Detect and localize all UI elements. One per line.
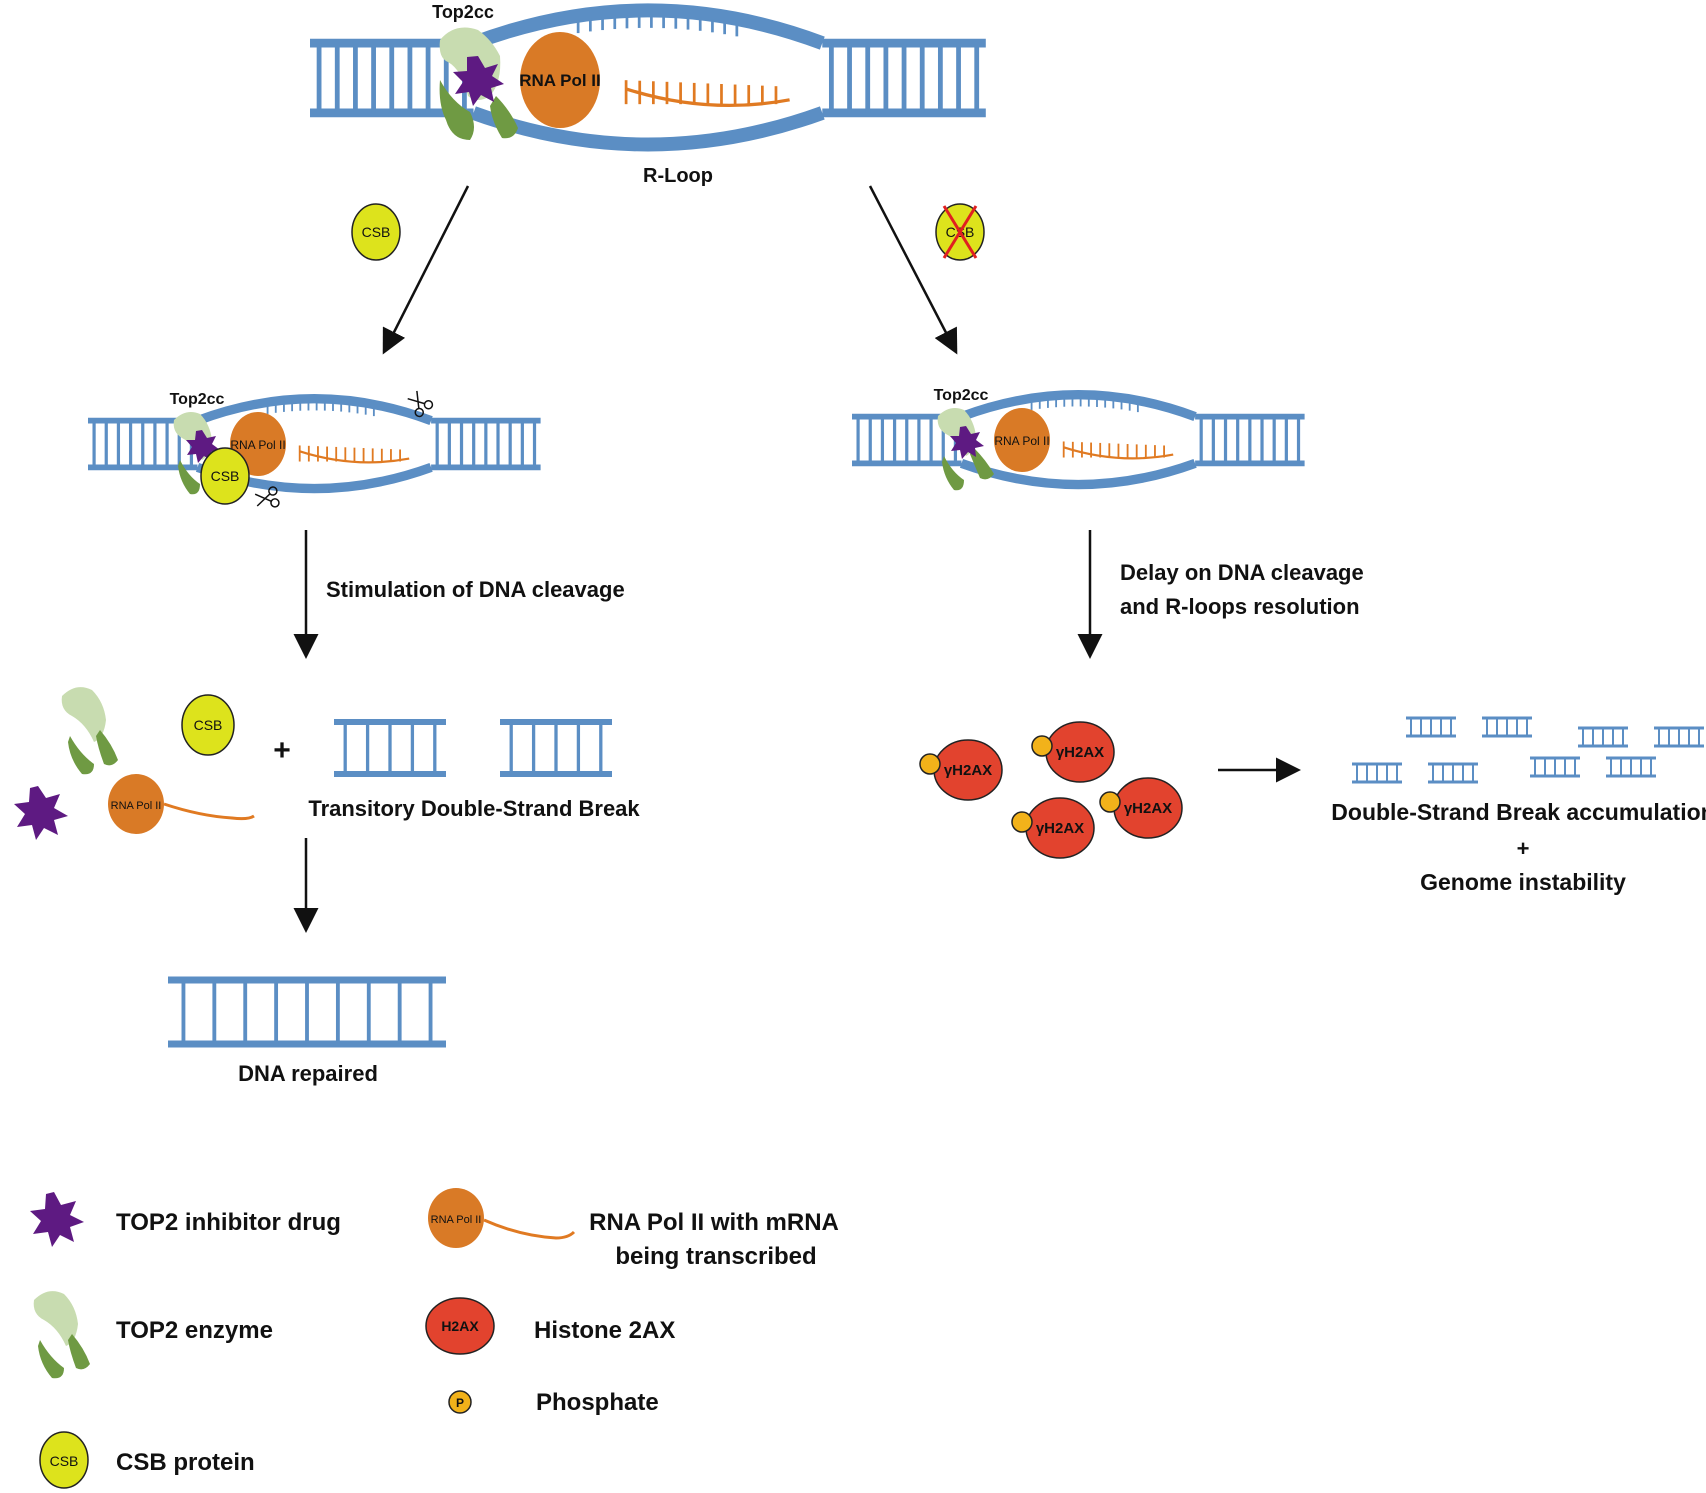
right-rna-pol-label: RNA Pol II [994,434,1049,448]
legend-h2ax-label: Histone 2AX [534,1317,675,1344]
right-step-line2: and R-loops resolution [1120,594,1360,619]
left-step-label: Stimulation of DNA cleavage [326,577,625,602]
outcome-line1: Double-Strand Break accumulation [1331,799,1706,825]
legend-csb-label: CSB protein [116,1449,255,1476]
legend-phosphate-icon-label: P [456,1396,464,1410]
rna-pol-free-label: RNA Pol II [111,800,162,812]
plus-sign: + [273,734,291,767]
scissors-icon [407,390,434,418]
transitory-dsb-fragments [334,719,612,777]
drug-right-icon [950,426,984,459]
dna-bubble-top [195,394,433,426]
gamma-h2ax-cluster: γH2AX γH2AX γH2AX γH2AX [919,721,1183,859]
rna-pol-ii-free [108,774,164,834]
legend-rnapol-icon-label: RNA Pol II [431,1214,482,1226]
drug-free-icon [14,786,68,840]
legend-h2ax-icon-label: H2AX [441,1318,479,1334]
phosphate [1099,791,1121,813]
legend-rnapol-line2: being transcribed [615,1243,816,1270]
legend-rnapol-line1: RNA Pol II with mRNA [589,1209,839,1236]
dna-bubble-bottom [471,106,825,152]
legend-drug-icon [30,1192,84,1247]
csb-present: CSB [351,203,401,261]
top2-inhibitor-drug-icon [453,56,504,106]
right-step-line1: Delay on DNA cleavage [1120,560,1364,585]
left-top2cc-label: Top2cc [170,391,225,408]
csb-bound-label: CSB [211,468,240,484]
right-products: γH2AX γH2AX γH2AX γH2AX Double-Strand Break… [919,716,1706,895]
legend-phosphate-icon [448,1390,472,1414]
rna-pol-ii [520,32,600,128]
csb-free-label: CSB [194,717,223,733]
gamma-h2ax-label: γH2AX [944,762,992,779]
phosphate [1031,735,1053,757]
left-rloop-dna [88,394,541,494]
csb-absent: CSB [935,203,985,261]
top-rloop-dna [310,3,986,152]
dna-bubble-top [471,3,825,50]
csb-present-label: CSB [362,224,391,240]
dsb-label: Transitory Double-Strand Break [308,796,640,821]
gamma-h2ax-label: γH2AX [1036,820,1084,837]
top2-enzyme-free [61,687,118,775]
legend-rnapol-icon [428,1188,484,1248]
csb-bound [200,447,250,505]
outcome-line2: Genome instability [1420,869,1626,895]
gamma-h2ax: γH2AX [1011,797,1095,859]
gamma-h2ax-label: γH2AX [1056,744,1104,761]
gamma-h2ax: γH2AX [1031,721,1115,783]
mrna-strand [299,450,410,464]
legend-enzyme-label: TOP2 enzyme [116,1317,273,1344]
drug-left-icon [186,430,220,463]
legend-phosphate-label: Phosphate [536,1389,659,1416]
legend-h2ax-icon [425,1297,495,1355]
dna-bubble-bottom [959,458,1197,490]
csb-free [181,694,235,756]
repaired-dna [168,976,446,1048]
mrna-strand [625,87,790,108]
top-top2cc-label: Top2cc [432,2,494,22]
phosphate [919,753,941,775]
rloop-label: R-Loop [643,165,713,187]
gamma-h2ax: γH2AX [919,739,1003,801]
top-rloop-complex: RNA Pol II Top2cc R-Loop [310,2,986,187]
right-top2cc-label: Top2cc [934,387,989,404]
scissors-icon [254,486,280,508]
top-rna-pol-label: RNA Pol II [519,71,601,90]
right-rloop-complex: RNA Pol II Top2cc Delay on DNA cleavage … [852,387,1364,619]
left-products: CSB RNA Pol II + Transitory Double-Stran… [14,687,640,1086]
right-rloop-dna [852,390,1305,490]
phosphate [1011,811,1033,833]
left-rloop-complex: RNA Pol II CSB Top2cc Stimulation of DNA… [88,390,625,602]
flow-arrows [293,185,1301,933]
repaired-label: DNA repaired [238,1061,378,1086]
arrow-top-to-left [382,185,470,355]
dna-bubble-top [959,390,1197,422]
gamma-h2ax-label: γH2AX [1124,800,1172,817]
legend-csb-icon-label: CSB [50,1453,79,1469]
arrow-top-to-right [868,185,958,355]
legend-csb-icon [39,1431,89,1489]
broken-dna-fragments [1352,716,1704,784]
legend: TOP2 inhibitor drug TOP2 enzyme CSB CSB … [30,1188,839,1489]
legend-mrna [483,1218,576,1240]
outcome-plus: + [1517,836,1530,861]
legend-enzyme-icon [33,1291,90,1379]
rna-pol-ii-right [994,408,1050,472]
mrna-strand [1063,446,1174,460]
legend-drug-label: TOP2 inhibitor drug [116,1209,341,1236]
gamma-h2ax: γH2AX [1099,777,1183,839]
left-rna-pol-label: RNA Pol II [230,438,285,452]
mrna-free [163,802,255,821]
